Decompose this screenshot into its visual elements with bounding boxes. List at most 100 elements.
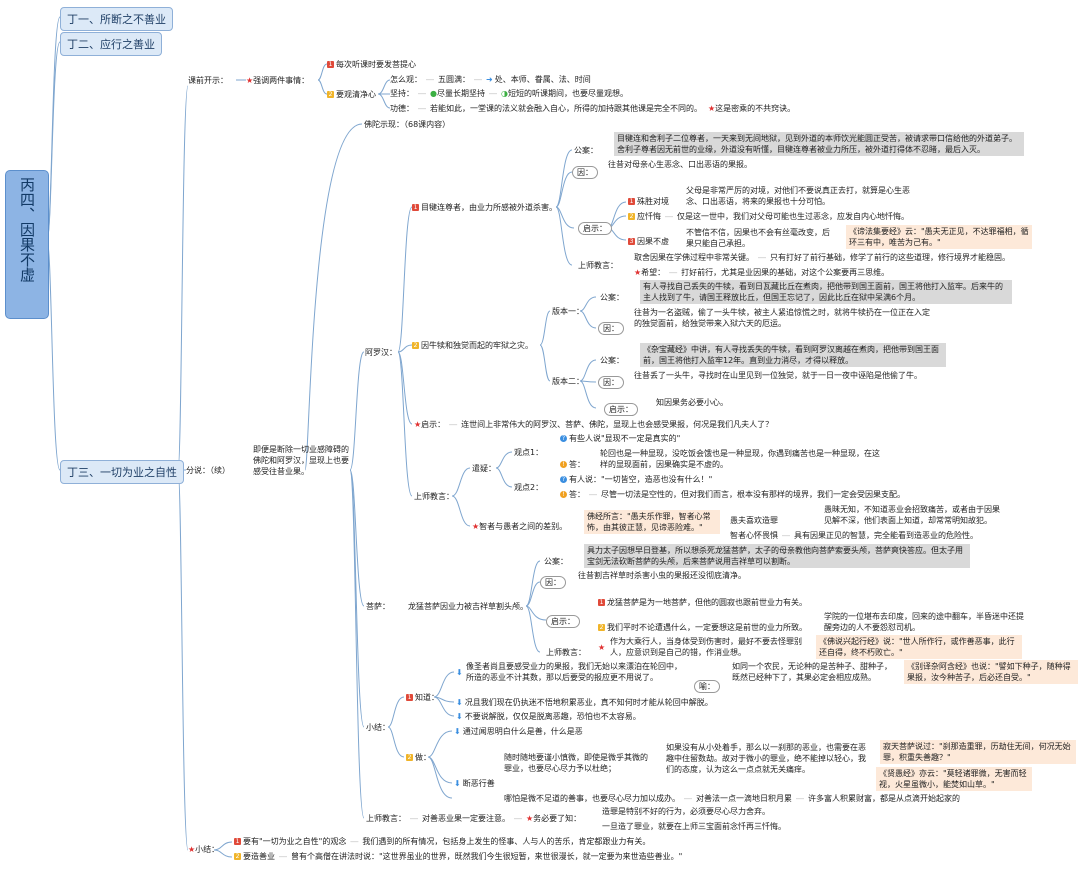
how-value: 五圆满： [438,75,470,84]
xj-teacher-label: 上师教言： [366,814,406,823]
do1-text: 通过闻思明白什么是善，什么是恶 [462,727,583,736]
fool-label: 愚夫喜欢造罪 [730,516,778,525]
fenshuo-label: 分说：（续） [186,466,230,475]
wise-text: 具有因果正见的智慧，完全能看到造恶业的危险性。 [794,531,978,540]
zuo-label-text: 做： [415,753,431,762]
intro-item2-text: 要观清净心 [336,90,376,99]
xj-teacher-k1: 造罪是特别不好的行为，必须要尽心尽力舍弃。 [602,807,770,816]
effect-star: 这是密乘的不共窍诀。 [715,104,796,113]
intro-how: 怎么观：―五圆满：―➜处、本师、眷属、法、时间 [390,75,591,84]
fenshuo-desc: 即便是断除一切业感障碍的佛陀和阿罗汉，显现上也要感受往昔业果。 [253,445,349,476]
pusa-cause-text: 往昔割吉祥草时杀害小虫的果报还没彻底清净。 [578,571,746,580]
down-arrow-icon: ⬇ [454,727,461,736]
z2-text: 况且我们现在仍执迷不悟地积累恶业，真不知何时才能从轮回中解脱。 [464,698,713,707]
xj-teacher-k2: 一旦造了罪业，就要在上师三宝面前念忏再三忏悔。 [602,822,786,831]
priority-1-icon: 1 [327,61,334,68]
teacher-text-1: 取舍因果在学佛过程中非常关键。 [634,253,754,262]
mulian-hope: ★希望：―打好前行，尤其是业因果的基础，对这个公案要再三思维。 [634,268,890,277]
p2-a-label: 答： [569,490,585,499]
mulian-cause-text: 往昔对母亲心生恶念、口出恶语的果报。 [608,160,752,169]
question-icon: ? [560,476,567,483]
star-icon: ★ [598,643,606,652]
niu-v2-case: 《杂宝藏经》中讲，有人寻找丢失的牛犊，看到阿罗汉离越在煮肉，把他带到国王面前，国… [640,343,946,367]
star-insp-label: 启示： [421,420,446,429]
star-icon: ★ [708,104,716,113]
pusa-cause-label: 因： [540,576,566,589]
p2-q-text: 有人说："一切皆空，造恶也没有什么！" [569,475,713,484]
niu-v2-label: 版本二： [552,377,584,386]
do3c-text: 许多富人积累财富，都是从点滴开始起家的 [808,794,960,803]
xj-teacher-text: 对善恶业果一定要注意。 [422,814,510,823]
do2-quote1: 寂天菩萨说过："刹那造重罪，历劫住无间，何况无始罪，积重失善趣？" [880,740,1076,764]
insp2-label-text: 应忏悔 [637,212,661,221]
answer-icon: ! [560,491,567,498]
keep-label: 坚持： [390,89,414,98]
mulian-case-label: 公案： [574,146,598,155]
insp2-text: 仅是这一世中，我们对父母可能也生过恶念，应发自内心地忏悔。 [677,212,909,221]
pusa-case-text: 具力太子因想早日登基，所以想杀死龙猛菩萨，太子的母亲教他向菩萨索要头颅，菩萨爽快… [584,544,970,568]
hope-label: 希望： [641,268,666,277]
s2-label: 要造善业 [243,852,275,861]
down-arrow-icon: ⬇ [454,779,461,788]
priority-1-icon: 1 [598,599,605,606]
priority-2-icon: 2 [406,754,413,761]
niu-title-text: 因牛犊和独觉而起的牢狱之灾。 [421,341,533,350]
keep-v2: 短短的听课期间，也要尽量观想。 [507,89,628,98]
yu-quote: 《别译杂阿含经》也说："譬如下种子，随种得果报，汝今种苦子，后必还自受。" [904,660,1078,684]
s1-text: 我们遇到的所有情况，包括身上发生的怪事、人与人的苦乐，肯定都跟业力有关。 [362,837,651,846]
mulian-insp1-text: 父母是非常严厉的对境，对他们不要说真正去打，就算是心生恶念、口出恶语，将来的果报… [686,186,910,206]
zhidao-label-text: 知道： [415,693,439,702]
p2-a-text: 尽管一切法是空性的，但对我们而言，根本没有那样的境界，我们一定会受因果支配。 [601,490,905,499]
summary-label-text: 小结： [195,845,220,854]
keep-v1: 尽量长期坚持 [436,89,485,98]
priority-1-icon: 1 [628,198,635,205]
z3: ⬇不要说解脱，仅仅是脱离恶趣，恐怕也不太容易。 [456,711,641,722]
do2-sub: 如果没有从小处着手，那么以一刹那的恶业，也需要在恶趣中住留数劫。故对于微小的罪业… [666,743,866,774]
wise-text-row: 智者心怀畏惧―具有因果正见的智慧，完全能看到造恶业的危险性。 [730,531,978,540]
do2-quote2: 《贤愚经》亦云："莫轻诸罪微，无害而轻视，火星虽微小，能焚如山草。" [876,767,1032,791]
effect-text: 若能如此，一堂课的法义就会融入自心，所得的加持跟其他课是完全不同的。 [430,104,702,113]
branch-d3[interactable]: 丁三、一切为业之自性 [60,460,184,484]
pusa-insp2-text: 我们平时不论遭遇什么，一定要想这是前世的业力所致。 [607,623,807,632]
priority-1-icon: 1 [406,694,413,701]
priority-2-icon: 2 [598,624,605,631]
intro-star-label: 强调两件事情： [253,76,310,85]
niu-v2-insp-label: 启示： [604,403,638,416]
hope-text: 打好前行，尤其是业因果的基础，对这个公案要再三思维。 [681,268,890,277]
do3-row: 哪怕是微不足道的善事，也要尽心尽力加以成办。―对善法一点一滴地日积月累―许多富人… [504,794,960,803]
arhat-teacher-label: 上师教言： [414,492,454,501]
pusa-title: 龙猛菩萨因业力被吉祥草割头颅。 [408,602,528,611]
question-icon: ? [560,435,567,442]
p1-label: 观点1： [514,448,544,457]
branch-d2[interactable]: 丁二、应行之善业 [60,32,162,56]
priority-1-icon: 1 [234,838,241,845]
fool-text: 愚昧无知，不知道恶业会招致痛苦，或者由于因果见解不深，他们表面上知道，却常常明知… [824,505,1000,525]
insp1-label-text: 殊胜对境 [637,197,669,206]
mulian-insp-label: 启示： [578,222,612,235]
p2-a-row: !答：―尽管一切法是空性的，但对我们而言，根本没有那样的境界，我们一定会受因果支… [560,489,905,500]
yu-text: 如同一个农民，无论种的是苦种子、甜种子，既然已经种下了，其果必定会相应成熟。 [732,662,892,682]
z2: ⬇况且我们现在仍执迷不悟地积累恶业，真不知何时才能从轮回中解脱。 [456,697,713,708]
mulian-cause-label: 因： [572,166,598,179]
s1-label: 要有"一切为业之自性"的观念 [243,837,347,846]
mulian-title-text: 目犍连尊者，由业力所感被外道杀害。 [421,203,557,212]
arrow-icon: ➜ [486,75,493,84]
xj-teacher-star: 务必要了知： [533,814,582,823]
mulian-insp3-quote: 《谛法集要经》云："愚夫无正见，不达罪福相，循环三有中，唯苦为己有。" [846,225,1032,249]
root-node[interactable]: 丙四、因果不虚 [5,170,49,319]
p1-q-text: 有些人说"显现不一定是真实的" [569,434,681,443]
do3-text: 哪怕是微不足道的善事，也要尽心尽力加以成办。 [504,794,680,803]
priority-2-icon: 2 [234,853,241,860]
pusa-teacher-label: 上师教言： [546,648,586,657]
branch-d1[interactable]: 丁一、所断之不善业 [60,7,173,31]
xiaojie-label: 小结： [366,723,390,732]
